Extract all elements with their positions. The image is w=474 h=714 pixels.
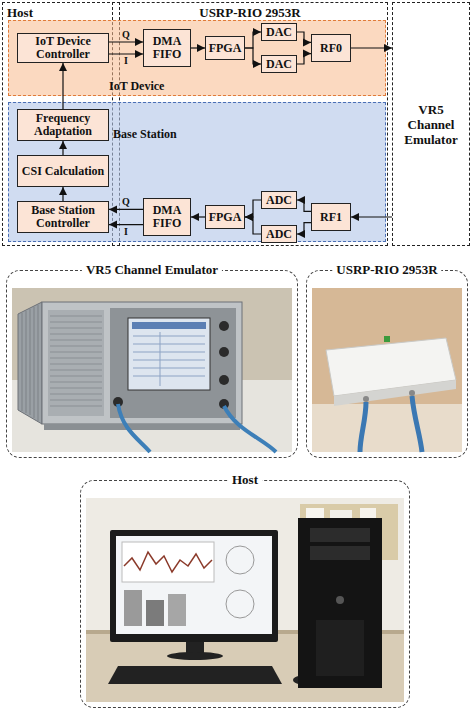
- emulator-photo-part: [219, 375, 229, 385]
- process-box: IoT Device Controller: [17, 33, 109, 63]
- emulator-photo-part: [42, 302, 242, 424]
- usrp-photo-part: [363, 396, 369, 402]
- emulator-photo: [12, 288, 292, 452]
- host-photo-part: [122, 542, 214, 582]
- dac-box: DAC: [261, 55, 297, 73]
- host-photo-part: [226, 546, 254, 574]
- process-box: Frequency Adaptation: [17, 109, 109, 141]
- emulator-photo-part: [50, 316, 102, 406]
- emulator-photo-part: [219, 347, 229, 357]
- emulator-photo-part: [48, 310, 104, 416]
- host-photo-part: [124, 552, 212, 572]
- group-label: IoT Device: [109, 79, 164, 94]
- host-photo-part: [310, 528, 370, 542]
- photo-panel: Host: [80, 480, 410, 708]
- photo-panel: VR5 Channel Emulator: [6, 270, 298, 458]
- group-label: VR5 Channel Emulator: [82, 262, 222, 278]
- usrp-photo-part: [384, 336, 390, 342]
- dac-box: DAC: [261, 23, 297, 41]
- usrp-photo-part: [409, 390, 415, 396]
- box-label: DAC: [266, 26, 292, 39]
- signal-label: I: [124, 226, 128, 237]
- group-label: USRP-RIO 2953R: [332, 262, 441, 278]
- usrp-photo-part: [334, 380, 456, 406]
- box-label: RF0: [320, 42, 342, 55]
- emulator-region: VR5 Channel Emulator: [392, 2, 470, 246]
- host-photo-part: [310, 546, 370, 560]
- box-label: CSI Calculation: [22, 165, 104, 178]
- emulator-photo-part: [118, 404, 150, 452]
- usrp-photo: [312, 288, 462, 452]
- fifo-box: DMA FIFO: [143, 198, 191, 236]
- box-label: FPGA: [209, 42, 242, 55]
- signal-label: Q: [122, 196, 130, 207]
- fifo-box: DMA FIFO: [143, 29, 191, 67]
- host-photo-part: [336, 596, 344, 604]
- usrp-photo-part: [312, 288, 462, 452]
- box-label: RF1: [320, 211, 342, 224]
- group-label: Host: [7, 5, 33, 21]
- box-label: DMA FIFO: [144, 35, 190, 61]
- emulator-photo-part: [128, 318, 210, 390]
- emulator-photo-part: [133, 332, 205, 386]
- emulator-photo-part: [44, 424, 240, 430]
- box-label: ADC: [266, 228, 292, 241]
- iot-band: IoT Device IoT Device Controller DMA FIFO F…: [8, 20, 386, 96]
- usrp-photo-part: [360, 402, 366, 452]
- emulator-photo-part: [219, 321, 229, 331]
- fpga-box: FPGA: [205, 36, 245, 60]
- box-label: DAC: [266, 58, 292, 71]
- signal-label: I: [124, 55, 128, 66]
- signal-label: Q: [122, 29, 130, 40]
- host-photo-part: [124, 590, 142, 626]
- box-label: Frequency Adaptation: [18, 112, 108, 138]
- box-label: Base Station Controller: [18, 204, 108, 230]
- host-photo-part: [108, 666, 282, 684]
- usrp-photo-part: [412, 396, 422, 452]
- adc-box: ADC: [261, 225, 297, 243]
- photo-panel: USRP-RIO 2953R: [306, 270, 468, 458]
- host-photo-part: [226, 590, 254, 618]
- emulator-photo-part: [110, 308, 236, 418]
- group-label: Base Station: [113, 127, 177, 142]
- host-photo-part: [167, 652, 223, 660]
- process-box: Base Station Controller: [17, 201, 109, 233]
- group-label: Host: [228, 472, 262, 488]
- emulator-photo-part: [22, 305, 38, 421]
- process-box: CSI Calculation: [17, 155, 109, 187]
- emulator-photo-part: [224, 406, 276, 452]
- group-label: USRP-RIO 2953R: [113, 5, 387, 21]
- base-station-band: Base Station Frequency AdaptationCSI Calc…: [8, 102, 386, 242]
- fpga-box: FPGA: [205, 205, 245, 229]
- host-photo-part: [168, 594, 186, 626]
- box-label: FPGA: [209, 211, 242, 224]
- host-photo-part: [116, 536, 272, 634]
- usrp-photo-part: [312, 404, 462, 452]
- box-label: DMA FIFO: [144, 204, 190, 230]
- rf-box: RF1: [311, 203, 351, 231]
- box-label: IoT Device Controller: [18, 35, 108, 61]
- host-photo-part: [298, 518, 382, 688]
- group-label: VR5 Channel Emulator: [393, 102, 469, 147]
- rf-box: RF0: [311, 34, 351, 62]
- host-photo-part: [146, 600, 164, 626]
- host-photo-part: [110, 530, 278, 642]
- emulator-photo-part: [132, 322, 206, 329]
- host-photo: [86, 498, 404, 702]
- box-label: ADC: [266, 194, 292, 207]
- adc-box: ADC: [261, 191, 297, 209]
- host-photo-part: [300, 504, 398, 560]
- host-photo-part: [316, 620, 364, 676]
- emulator-photo-part: [18, 302, 42, 424]
